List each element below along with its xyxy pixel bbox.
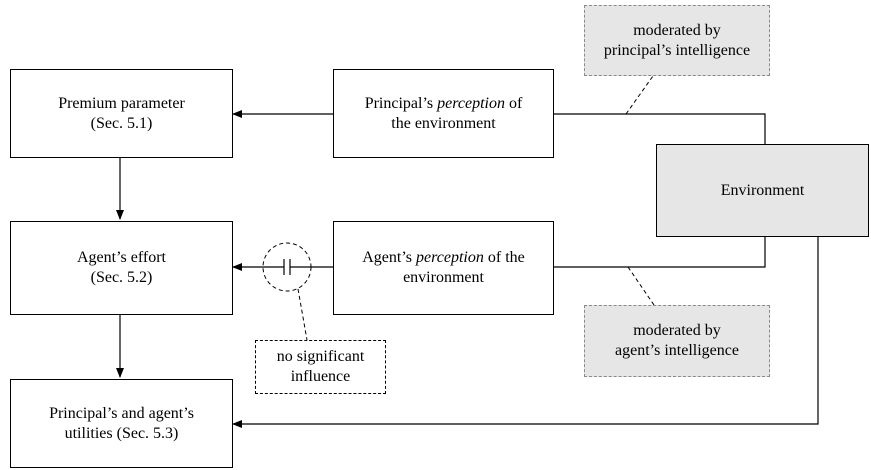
agent-perception-line1: Agent’s perception of the xyxy=(362,249,525,266)
premium-parameter-box: Premium parameter (Sec. 5.1) xyxy=(10,69,233,158)
leader-moderated-principal xyxy=(625,75,654,115)
principal-perception-box: Principal’s perception of the environmen… xyxy=(333,69,554,158)
no-influence-line1: no significant xyxy=(276,348,365,365)
utilities-box: Principal’s and agent’s utilities (Sec. … xyxy=(10,379,233,468)
leader-no-influence xyxy=(297,288,308,341)
no-influence-circle xyxy=(262,242,312,292)
moderated-agent-line1: moderated by xyxy=(633,322,721,339)
environment-box: Environment xyxy=(656,144,869,237)
connector-environment-to-principal-perception xyxy=(554,113,766,144)
no-influence-box: no significant influence xyxy=(255,340,386,394)
moderated-principal-line1: moderated by xyxy=(633,21,721,39)
agent-effort-section: (Sec. 5.2) xyxy=(90,269,153,286)
arrow-environment-to-utilities xyxy=(232,237,819,428)
moderated-principal-box: moderated by principal’s intelligence xyxy=(584,5,770,76)
utilities-line2: utilities (Sec. 5.3) xyxy=(64,424,179,442)
agent-perception-line2: environment xyxy=(403,269,484,286)
agent-perception-box: Agent’s perception of the environment xyxy=(333,221,554,315)
connector-environment-to-agent-perception xyxy=(554,237,766,268)
agent-effort-label: Agent’s effort xyxy=(76,249,166,266)
utilities-line1: Principal’s and agent’s xyxy=(49,404,194,422)
agent-effort-box: Agent’s effort (Sec. 5.2) xyxy=(10,221,233,315)
leader-moderated-agent xyxy=(627,266,655,306)
no-influence-line2: influence xyxy=(290,368,351,385)
moderated-agent-box: moderated by agent’s intelligence xyxy=(584,305,770,377)
premium-parameter-section: (Sec. 5.1) xyxy=(90,114,153,132)
premium-parameter-label: Premium parameter xyxy=(58,94,185,112)
moderated-principal-line2: principal’s intelligence xyxy=(603,41,751,59)
moderated-agent-line2: agent’s intelligence xyxy=(615,342,739,359)
environment-label: Environment xyxy=(720,181,805,199)
principal-perception-line2: the environment xyxy=(391,114,496,132)
principal-perception-line1: Principal’s perception of xyxy=(364,94,523,112)
